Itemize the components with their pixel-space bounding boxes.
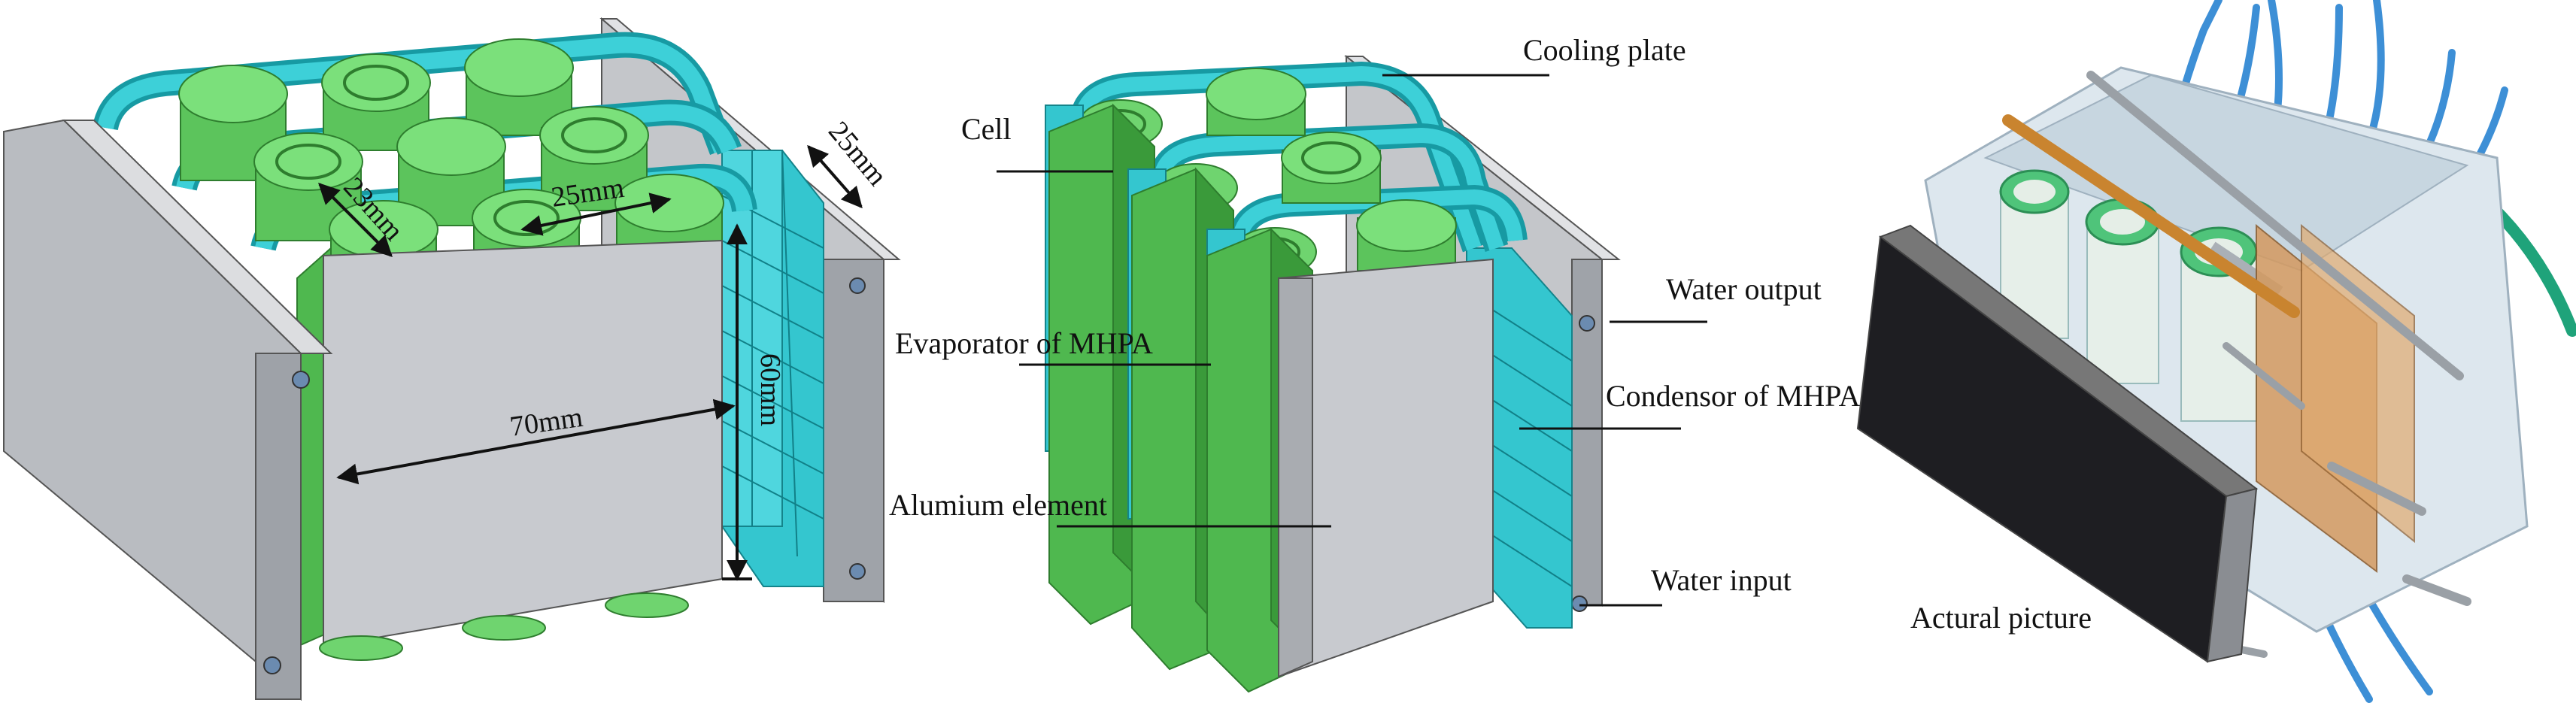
label-cell: Cell [961,112,1012,146]
actual-picture-photo: Actural picture [1856,0,2576,703]
middle-heat-pipe-loops [1071,61,1528,253]
left-cells-back-row [178,38,574,181]
left-aluminium-element [296,239,723,661]
dimension-label-60mm: 60mm [754,353,786,426]
label-cooling-plate: Cooling plate [1523,33,1686,67]
label-condensor-of-mhpa: Condensor of MHPA [1606,379,1861,413]
label-evaporator-of-mhpa: Evaporator of MHPA [895,326,1153,360]
label-water-output: Water output [1666,272,1822,306]
middle-evaporator-slabs [1045,103,1313,693]
left-front-cooling-plate [3,119,333,701]
black-front-plate [1856,224,2259,663]
left-cells-middle-row [253,106,649,241]
label-actual-picture: Actural picture [1910,601,2092,635]
middle-cad-model: Cooling plate Cell Evaporator of MHPA Al… [889,33,1861,693]
label-alumium-element: Alumium element [889,488,1107,522]
middle-leader-lines [997,74,1707,607]
dimension-label-25mm-top: 25mm [822,116,894,192]
dimension-arrows [318,144,863,581]
label-water-input: Water input [1651,563,1792,597]
left-cad-model: 25mm 23mm 25mm 70mm 60mm [3,17,901,701]
threaded-rods [2002,71,2471,658]
middle-aluminium-element [1278,258,1494,678]
